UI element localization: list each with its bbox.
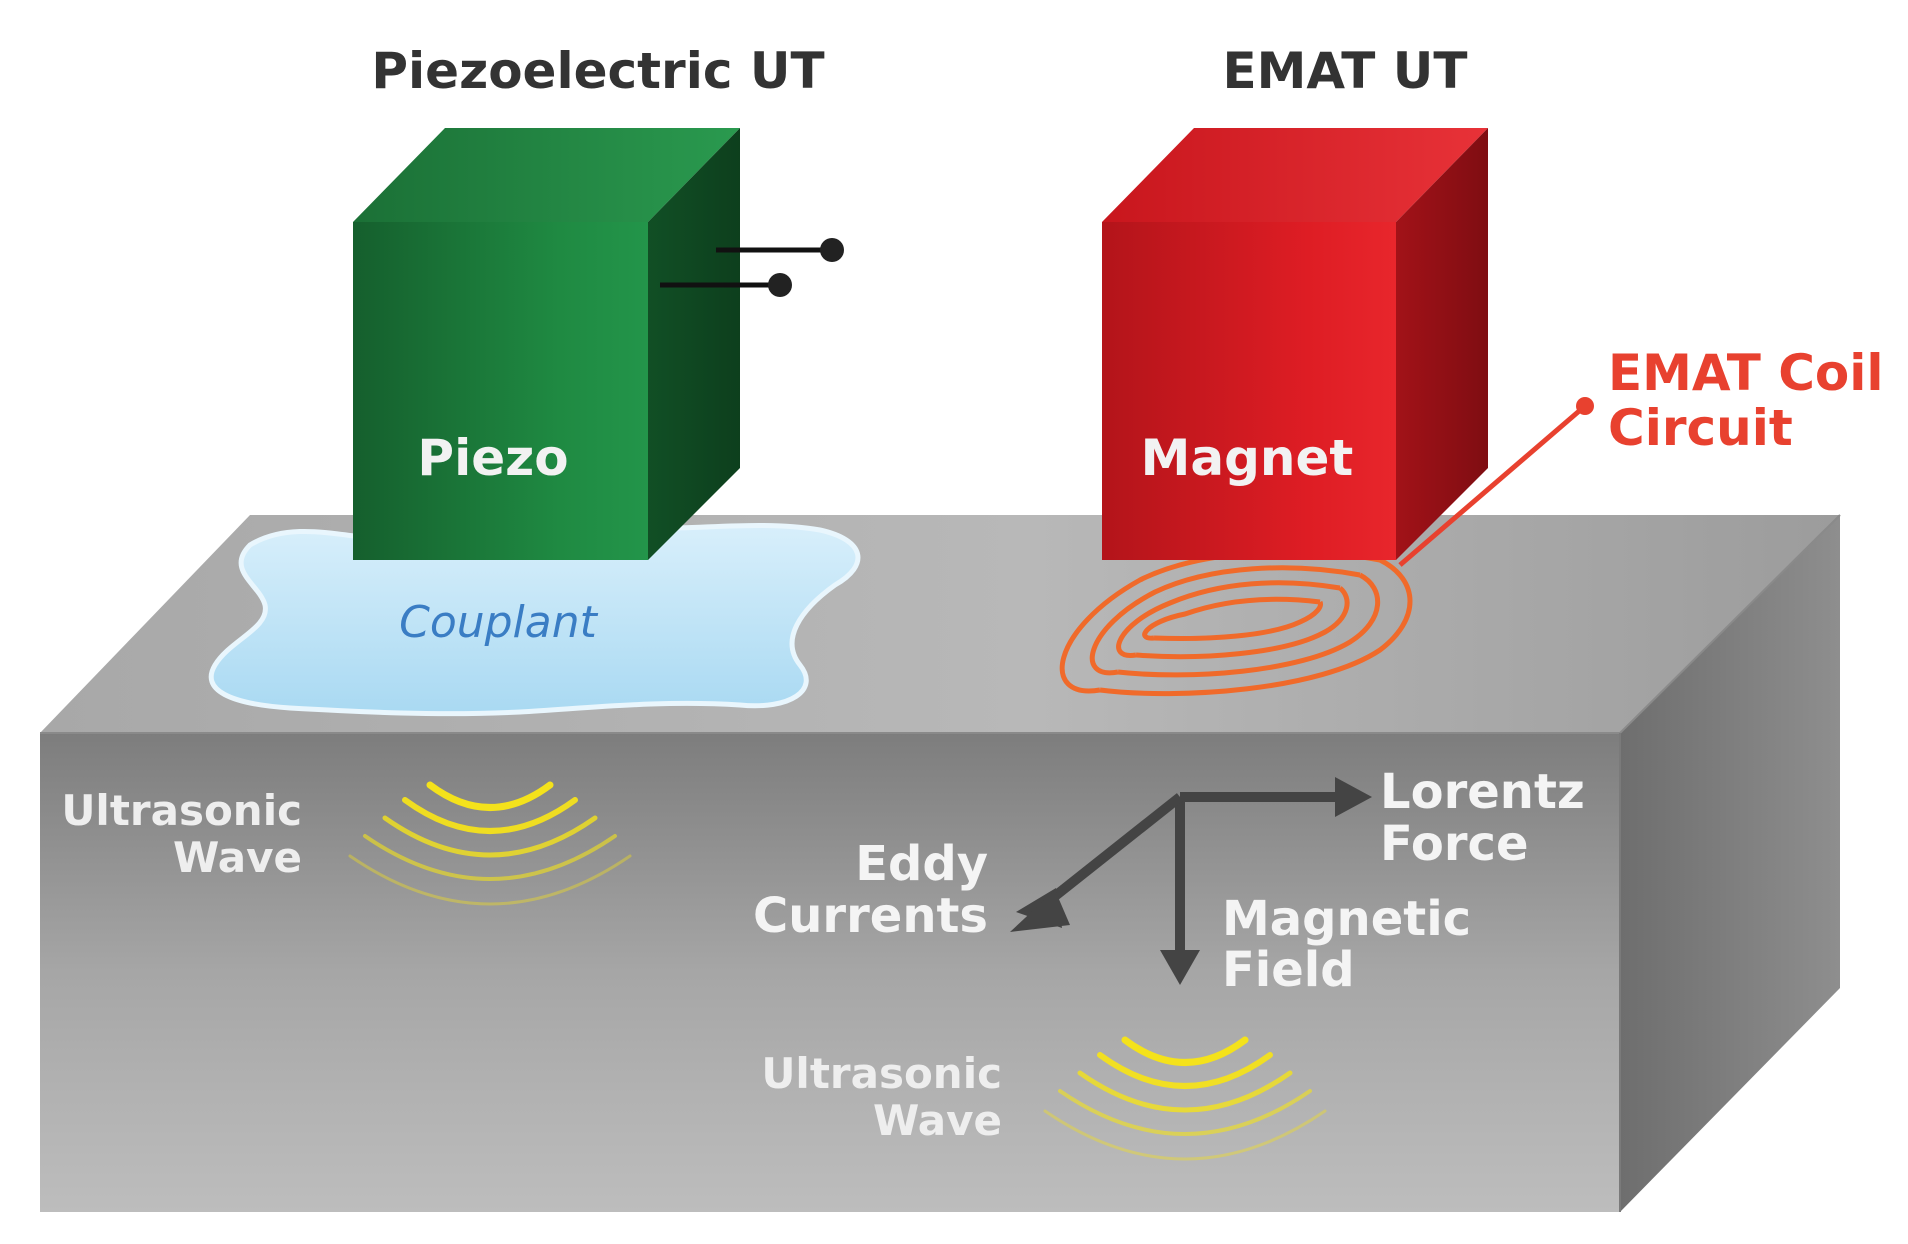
magnet-block: Magnet bbox=[1102, 128, 1488, 560]
ultrasonic-wave-right-label-line1: Ultrasonic bbox=[761, 1049, 1002, 1098]
couplant-puddle: Couplant bbox=[208, 522, 861, 717]
ultrasonic-wave-right bbox=[1043, 1036, 1327, 1161]
ultrasonic-wave-left-label-line2: Wave bbox=[173, 833, 302, 882]
emat-coil-terminal bbox=[1576, 397, 1594, 415]
couplant-label: Couplant bbox=[399, 597, 599, 648]
lorentz-force-label-line2: Force bbox=[1380, 816, 1529, 872]
magnet-label: Magnet bbox=[1141, 429, 1354, 487]
eddy-currents-arrow bbox=[1036, 793, 1184, 912]
specimen-side-face bbox=[1620, 515, 1840, 1212]
piezo-label: Piezo bbox=[417, 429, 568, 487]
emat-coil-lead bbox=[1398, 404, 1587, 567]
eddy-currents-label-line1: Eddy bbox=[855, 836, 988, 892]
piezo-electrical-leads bbox=[660, 238, 844, 297]
emat-coil-label-line1: EMAT Coil bbox=[1608, 344, 1884, 402]
emat-vector-arrows bbox=[1010, 777, 1372, 985]
emat-ut-title: EMAT UT bbox=[1223, 42, 1468, 100]
ultrasonic-wave-left bbox=[348, 781, 632, 906]
magnetic-field-label-line2: Field bbox=[1222, 942, 1355, 998]
specimen-front-face bbox=[40, 733, 1620, 1212]
piezo-ut-title: Piezoelectric UT bbox=[371, 42, 824, 100]
magnetic-field-label-line1: Magnetic bbox=[1222, 891, 1471, 947]
emat-coil-label-line2: Circuit bbox=[1608, 399, 1793, 457]
lorentz-force-label-line1: Lorentz bbox=[1380, 764, 1585, 820]
piezo-block: Piezo bbox=[353, 128, 740, 560]
ultrasonic-wave-right-label-line2: Wave bbox=[873, 1096, 1002, 1145]
eddy-currents-label-line2: Currents bbox=[753, 888, 988, 944]
ultrasonic-wave-left-label-line1: Ultrasonic bbox=[61, 786, 302, 835]
